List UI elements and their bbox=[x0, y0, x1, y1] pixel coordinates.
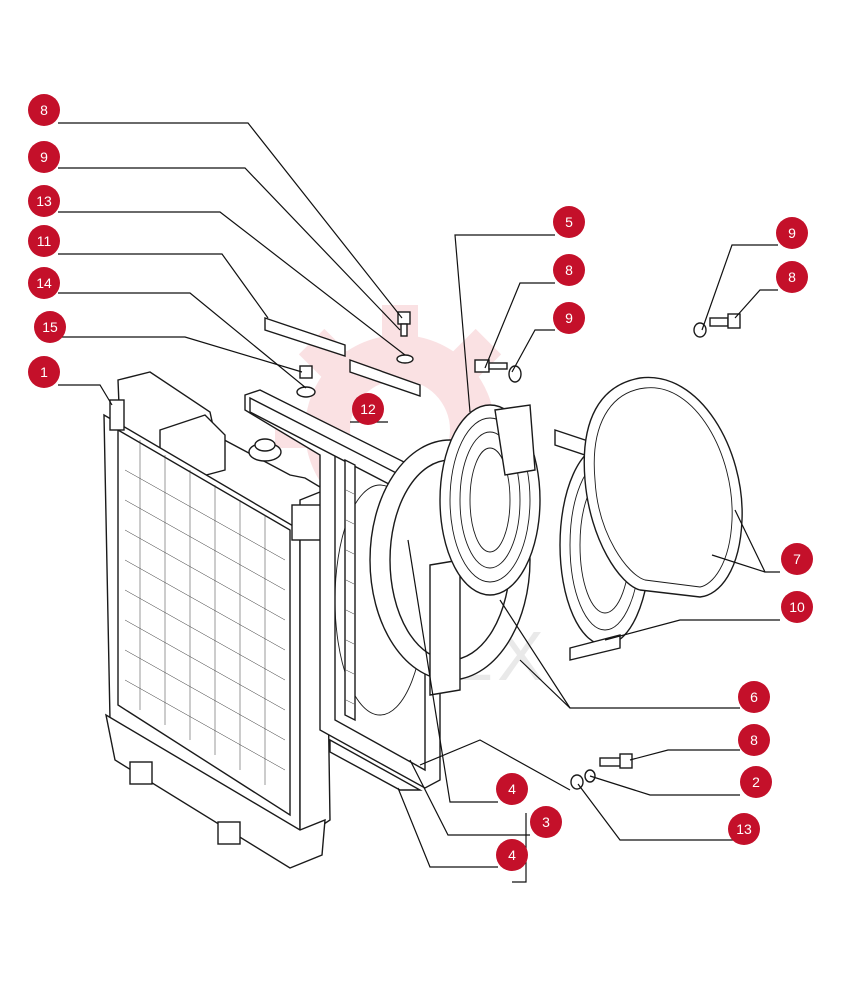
callout-8-mid-label: 8 bbox=[565, 262, 573, 278]
callout-7: 7 bbox=[781, 543, 813, 575]
callout-8-bottom: 8 bbox=[738, 724, 770, 756]
callout-5-label: 5 bbox=[565, 214, 573, 230]
callout-2-label: 2 bbox=[752, 774, 760, 790]
callout-9-mid-label: 9 bbox=[565, 310, 573, 326]
callout-7-label: 7 bbox=[793, 551, 801, 567]
callout-4-bottom-label: 4 bbox=[508, 847, 516, 863]
callout-9-mid: 9 bbox=[553, 302, 585, 334]
callout-13-bottom-label: 13 bbox=[736, 821, 752, 837]
fan-guard bbox=[439, 404, 541, 596]
callout-10: 10 bbox=[781, 591, 813, 623]
callout-13-left: 13 bbox=[28, 185, 60, 217]
callout-15: 15 bbox=[34, 311, 66, 343]
callout-11-label: 11 bbox=[37, 233, 52, 249]
callout-9-right: 9 bbox=[776, 217, 808, 249]
callouts: 8 9 13 11 14 15 1 12 5 8 9 9 8 7 10 6 8 … bbox=[28, 94, 813, 871]
callout-9-left-label: 9 bbox=[40, 149, 48, 165]
callout-4-top: 4 bbox=[496, 773, 528, 805]
callout-8-top-label: 8 bbox=[40, 102, 48, 118]
callout-2: 2 bbox=[740, 766, 772, 798]
callout-14-label: 14 bbox=[36, 275, 52, 291]
callout-6: 6 bbox=[738, 681, 770, 713]
radiator bbox=[103, 371, 331, 869]
callout-11: 11 bbox=[28, 225, 60, 257]
callout-4-top-label: 4 bbox=[508, 781, 516, 797]
callout-6-label: 6 bbox=[750, 689, 758, 705]
callout-14: 14 bbox=[28, 267, 60, 299]
callout-4-bottom: 4 bbox=[496, 839, 528, 871]
callout-3-label: 3 bbox=[542, 814, 550, 830]
callout-1: 1 bbox=[28, 356, 60, 388]
callout-15-label: 15 bbox=[42, 319, 58, 335]
callout-8-bottom-label: 8 bbox=[750, 732, 758, 748]
callout-13-bottom: 13 bbox=[728, 813, 760, 845]
callout-8-mid: 8 bbox=[553, 254, 585, 286]
callout-9-right-label: 9 bbox=[788, 225, 796, 241]
callout-12: 12 bbox=[352, 393, 384, 425]
callout-9-left: 9 bbox=[28, 141, 60, 173]
callout-13-left-label: 13 bbox=[36, 193, 52, 209]
leader-lines bbox=[58, 122, 780, 883]
callout-10-label: 10 bbox=[789, 599, 805, 615]
callout-5: 5 bbox=[553, 206, 585, 238]
hardware bbox=[264, 311, 741, 790]
ring bbox=[583, 376, 743, 598]
callout-8-right: 8 bbox=[776, 261, 808, 293]
callout-8-top: 8 bbox=[28, 94, 60, 126]
callout-1-label: 1 bbox=[40, 364, 48, 380]
callout-12-label: 12 bbox=[360, 401, 376, 417]
callout-3: 3 bbox=[530, 806, 562, 838]
callout-8-right-label: 8 bbox=[788, 269, 796, 285]
